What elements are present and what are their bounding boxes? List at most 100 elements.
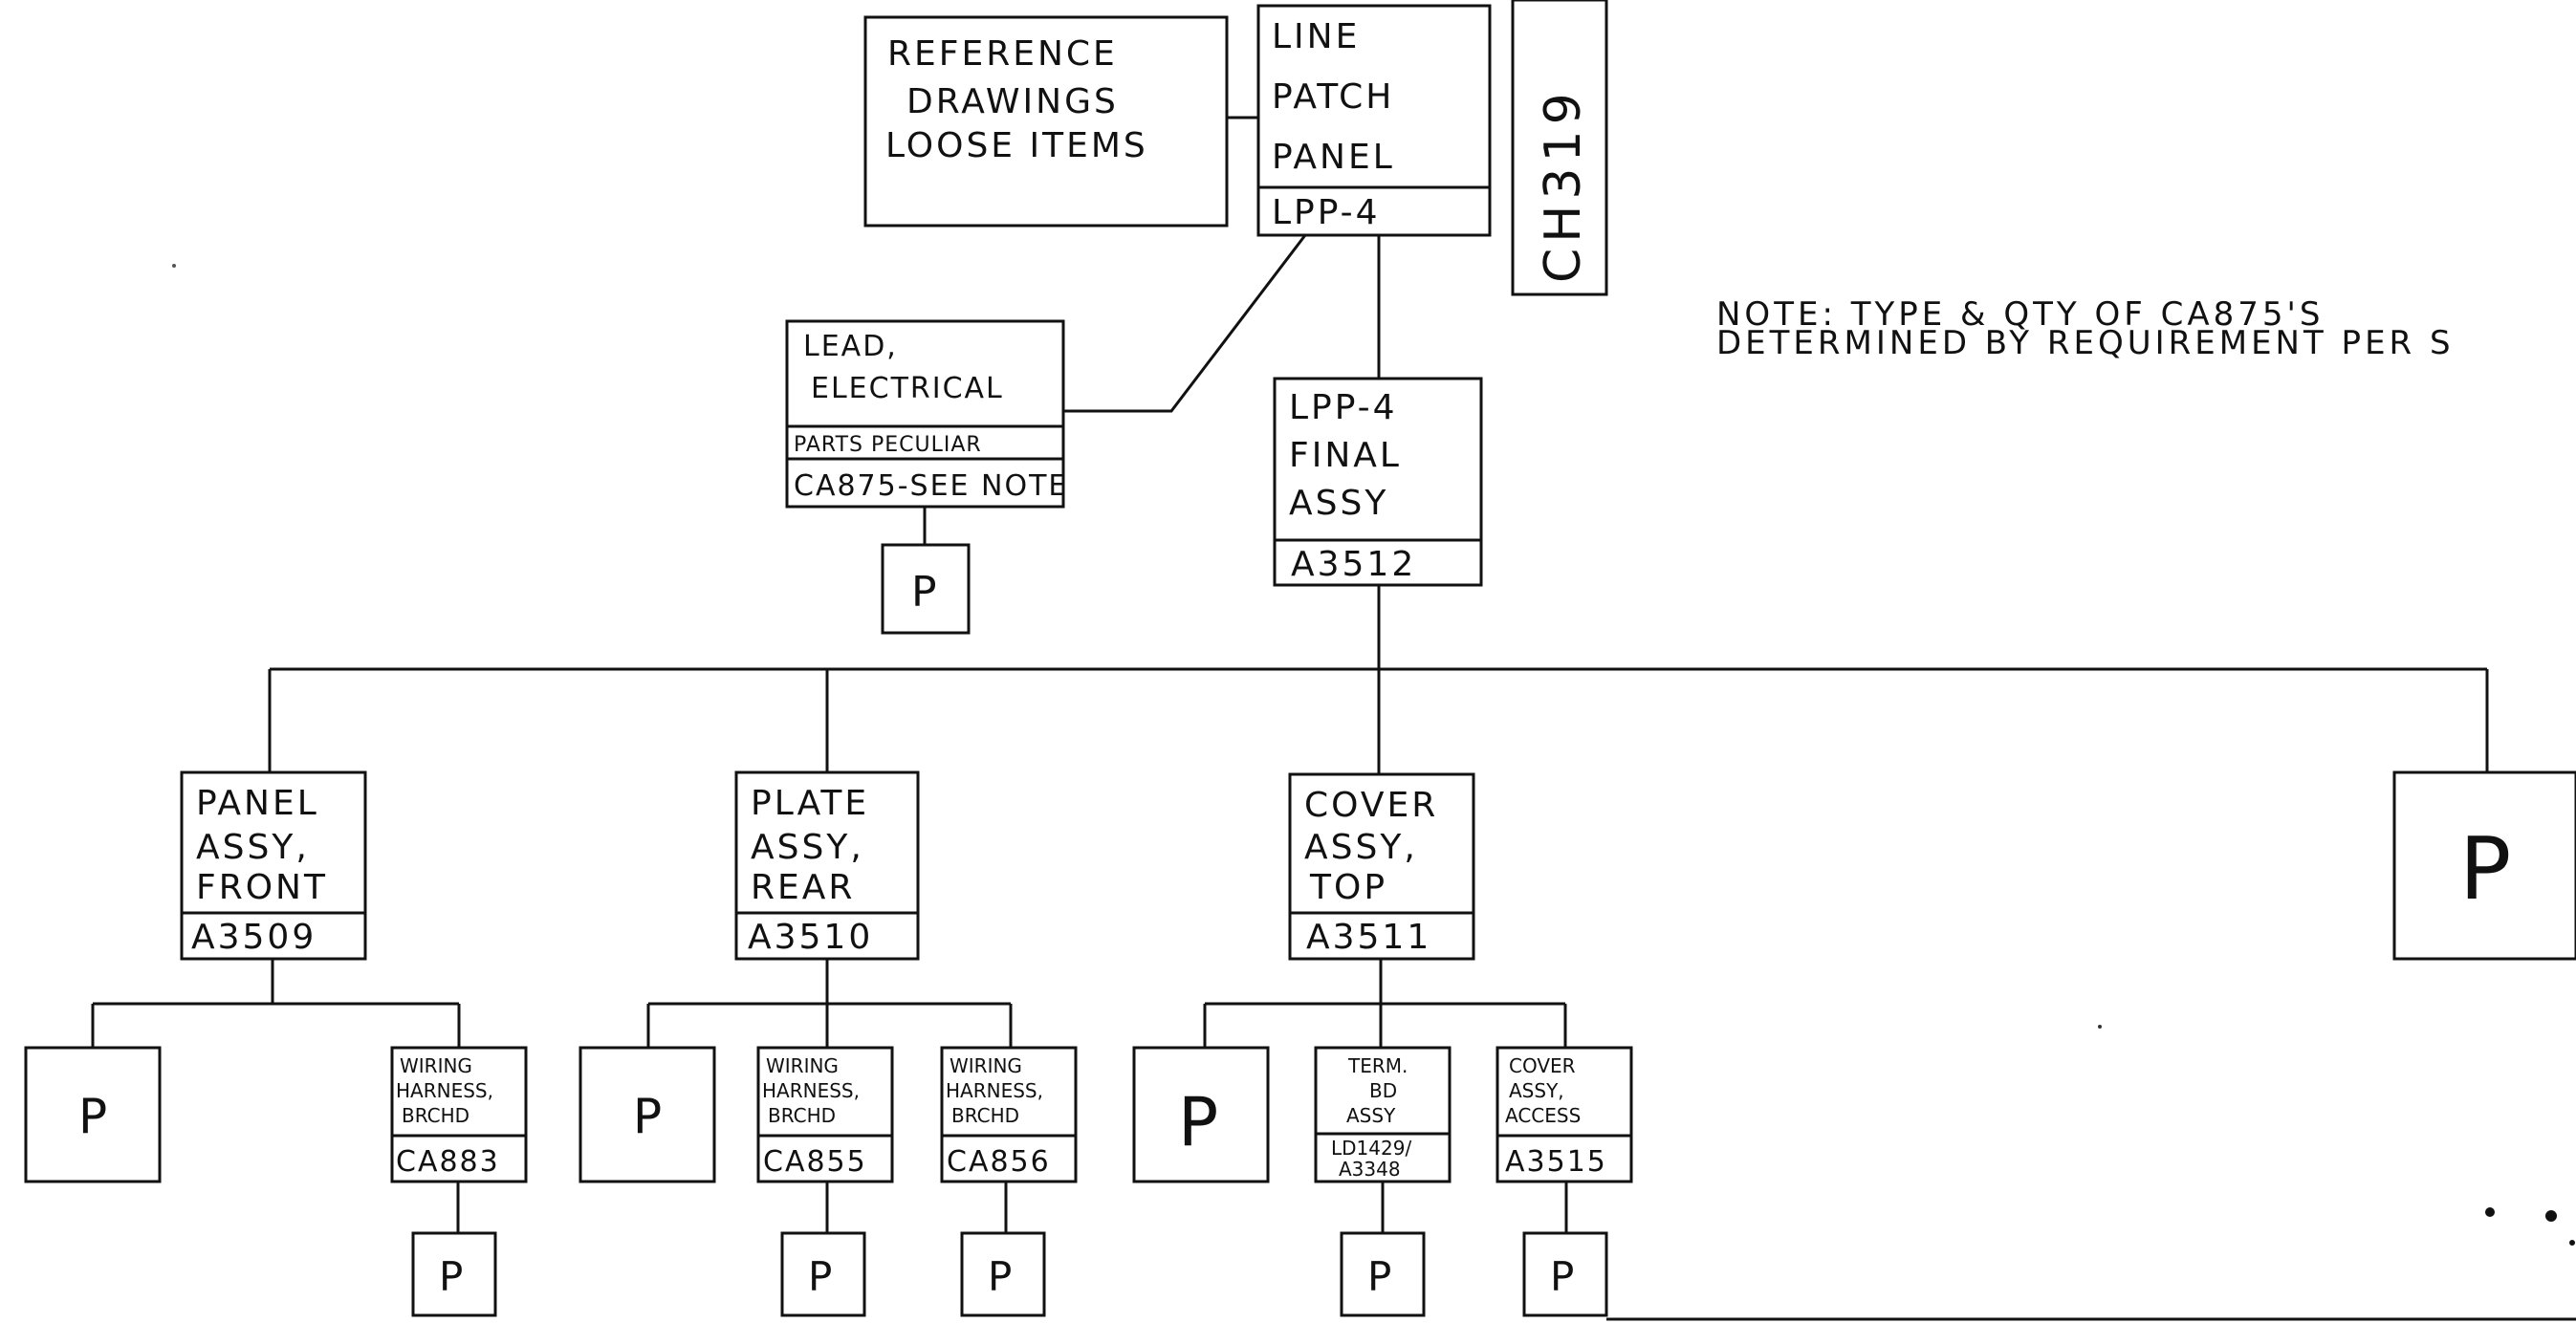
harness-ca855-box: WIRING HARNESS, BRCHD CA855 <box>756 1046 894 1183</box>
p-box-access: P <box>1522 1231 1608 1317</box>
plate-line-2: ASSY, <box>751 828 864 867</box>
speck-2 <box>2545 1210 2557 1222</box>
p-box-term: P <box>1340 1231 1426 1317</box>
p-box-harness856: P <box>960 1231 1046 1317</box>
harness856-line-3: BRCHD <box>951 1104 1019 1127</box>
lead-line-2: ELECTRICAL <box>811 372 1004 405</box>
top-line-2: PATCH <box>1272 77 1394 117</box>
harness856-line-1: WIRING <box>950 1054 1022 1077</box>
harness856-code: CA856 <box>947 1145 1051 1179</box>
final-assy-box: LPP-4 FINAL ASSY A3512 <box>1273 377 1483 587</box>
plate-line-1: PLATE <box>751 784 869 823</box>
vertical-label-frame <box>1511 0 1608 296</box>
p-box-panel: P <box>24 1046 162 1183</box>
top-box-frame <box>1256 4 1492 237</box>
p-box-harness855-frame <box>780 1231 866 1317</box>
connector-top-to-lead <box>1063 234 1307 413</box>
access-frame <box>1495 1046 1633 1183</box>
p-box-plate-label: P <box>633 1089 662 1144</box>
lead-box-frame <box>785 319 1065 509</box>
cover-line-2: ASSY, <box>1304 828 1418 867</box>
p-box-harness856-label: P <box>988 1253 1012 1300</box>
vertical-label-box: CH319 <box>1511 0 1608 296</box>
harness855-frame <box>756 1046 894 1183</box>
harness855-code: CA855 <box>763 1145 867 1179</box>
access-code: A3515 <box>1505 1145 1607 1179</box>
panel-assy-front-box: PANEL ASSY, FRONT A3509 <box>180 770 367 961</box>
harness883-frame <box>390 1046 528 1183</box>
panel-line-2: ASSY, <box>196 828 310 867</box>
right-p-frame <box>2392 770 2576 961</box>
p-box-cover-frame <box>1132 1046 1270 1183</box>
panel-line-3: FRONT <box>196 868 328 907</box>
cover-box-frame <box>1288 772 1475 961</box>
p-box-harness883-label: P <box>439 1253 463 1300</box>
reference-line-1: REFERENCE <box>887 34 1118 74</box>
p-box-cover-label: P <box>1178 1083 1218 1161</box>
panel-line-1: PANEL <box>196 784 319 823</box>
harness883-code: CA883 <box>396 1145 500 1179</box>
p-box-lead-label: P <box>911 568 937 617</box>
p-box-plate: P <box>579 1046 716 1183</box>
access-line-3: ACCESS <box>1505 1104 1581 1127</box>
lead-code: CA875-SEE NOTE <box>794 469 1068 503</box>
vertical-label-text: CH319 <box>1535 87 1592 283</box>
harness856-line-2: HARNESS, <box>946 1079 1043 1102</box>
reference-box: REFERENCE DRAWINGS LOOSE ITEMS <box>863 15 1229 228</box>
term-frame <box>1314 1046 1452 1183</box>
p-box-access-frame <box>1522 1231 1608 1317</box>
speck-3 <box>2569 1240 2575 1246</box>
term-line-1: TERM. <box>1347 1054 1408 1077</box>
speck-1 <box>2485 1207 2495 1217</box>
top-line-1: LINE <box>1272 17 1360 56</box>
term-bd-assy-box: TERM. BD ASSY LD1429/ A3348 <box>1314 1046 1452 1183</box>
panel-box-frame <box>180 770 367 961</box>
reference-box-frame <box>863 15 1229 228</box>
reference-line-3: LOOSE ITEMS <box>885 126 1148 165</box>
top-box-code: LPP-4 <box>1272 193 1381 232</box>
term-code-2: A3348 <box>1339 1158 1401 1181</box>
term-line-2: BD <box>1369 1079 1397 1102</box>
cover-line-3: TOP <box>1309 868 1387 907</box>
p-box-term-frame <box>1340 1231 1426 1317</box>
harness855-line-1: WIRING <box>766 1054 839 1077</box>
connector-lines <box>91 110 2576 1321</box>
access-line-1: COVER <box>1509 1054 1576 1077</box>
right-p-box: P <box>2392 770 2576 961</box>
harness-ca883-box: WIRING HARNESS, BRCHD CA883 <box>390 1046 528 1183</box>
final-box-frame <box>1273 377 1483 587</box>
harness883-line-1: WIRING <box>400 1054 472 1077</box>
right-p-label: P <box>2459 819 2511 920</box>
final-code: A3512 <box>1291 545 1416 584</box>
lead-line-1: LEAD, <box>803 330 898 363</box>
term-code-1: LD1429/ <box>1331 1137 1411 1160</box>
cover-assy-top-box: COVER ASSY, TOP A3511 <box>1288 772 1475 961</box>
p-box-harness883-frame <box>411 1231 497 1317</box>
note-text: NOTE: TYPE & QTY OF CA875'S DETERMINED B… <box>1716 295 2455 362</box>
p-box-harness855-label: P <box>808 1253 832 1300</box>
note-line-1: NOTE: TYPE & QTY OF CA875'S <box>1716 295 2324 334</box>
p-box-access-label: P <box>1550 1253 1574 1300</box>
plate-assy-rear-box: PLATE ASSY, REAR A3510 <box>734 770 920 961</box>
p-box-lead: P <box>881 543 971 635</box>
line-patch-panel-box: LINE PATCH PANEL LPP-4 <box>1256 4 1492 237</box>
top-line-3: PANEL <box>1272 138 1395 177</box>
term-line-3: ASSY <box>1346 1104 1396 1127</box>
cover-assy-access-box: COVER ASSY, ACCESS A3515 <box>1495 1046 1633 1183</box>
p-box-harness856-frame <box>960 1231 1046 1317</box>
p-box-panel-label: P <box>78 1089 107 1144</box>
p-box-lead-frame <box>881 543 971 635</box>
harness-ca856-box: WIRING HARNESS, BRCHD CA856 <box>940 1046 1078 1183</box>
plate-code: A3510 <box>748 918 873 957</box>
plate-line-3: REAR <box>751 868 855 907</box>
p-box-term-label: P <box>1367 1253 1391 1300</box>
harness883-line-2: HARNESS, <box>396 1079 493 1102</box>
lead-sub: PARTS PECULIAR <box>794 433 982 457</box>
speck-4 <box>2098 1025 2102 1029</box>
p-box-panel-frame <box>24 1046 162 1183</box>
note-line-2: DETERMINED BY REQUIREMENT PER S <box>1716 324 2455 362</box>
cover-code: A3511 <box>1306 918 1431 957</box>
plate-box-frame <box>734 770 920 961</box>
p-box-plate-frame <box>579 1046 716 1183</box>
